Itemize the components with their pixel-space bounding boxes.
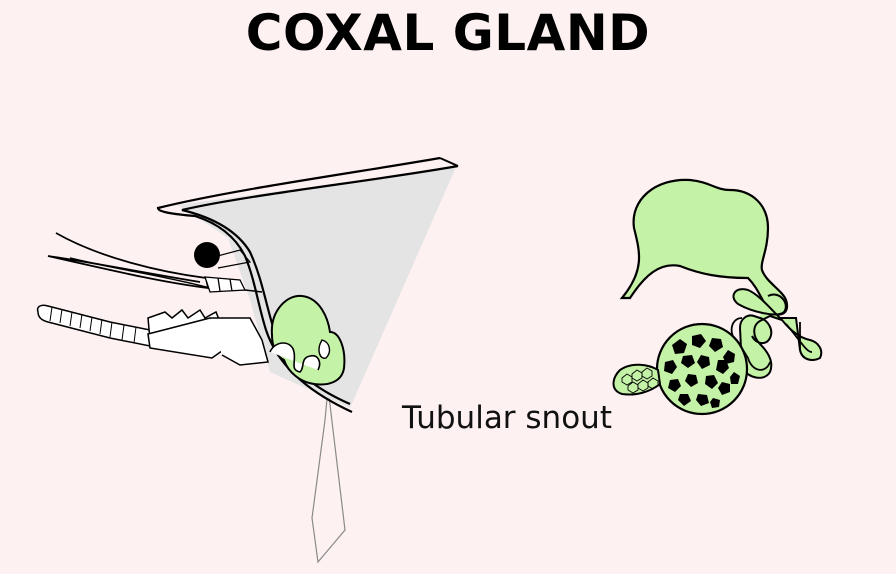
tubular-snout-label: Tubular snout [402, 400, 612, 436]
gland-opening [318, 339, 331, 359]
crustacean-head-illustration [36, 156, 459, 564]
antenna-peduncle [210, 317, 269, 366]
gland-inner-duct [269, 342, 321, 373]
coxal-gland-head [270, 294, 346, 386]
bladder [619, 178, 789, 316]
segmented-antenna [36, 304, 151, 347]
diagram-title: COXAL GLAND [245, 4, 651, 62]
end-sac [612, 363, 662, 396]
labyrinth-lumens [664, 334, 740, 408]
section-plane [178, 167, 456, 408]
end-sac-cells [621, 367, 659, 394]
lower-appendage-outline [311, 387, 346, 564]
compound-eye [194, 242, 220, 268]
carapace-spine [439, 157, 459, 167]
antenna-upper [47, 232, 210, 290]
eye-stalk [209, 249, 252, 269]
coxal-gland-detail [612, 178, 823, 416]
antenna-ticks [49, 306, 137, 344]
antennule-segments [204, 276, 247, 293]
